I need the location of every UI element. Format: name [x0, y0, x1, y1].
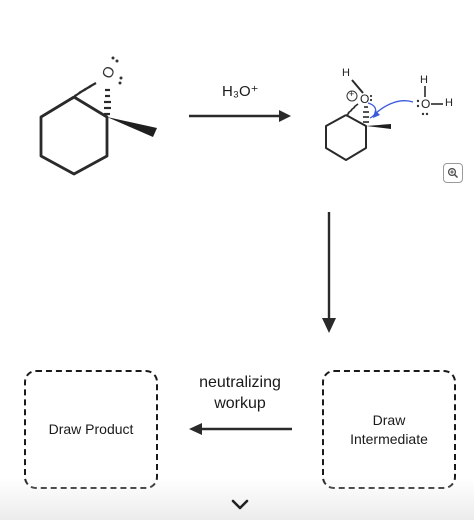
workup-line2: workup [214, 395, 266, 412]
reagent-label: H₃O⁺ [222, 83, 259, 100]
draw-intermediate-box[interactable]: Draw Intermediate [322, 370, 456, 489]
bottom-fade [0, 478, 474, 520]
workup-line1: neutralizing [199, 374, 281, 391]
draw-product-label: Draw Product [48, 421, 134, 437]
draw-product-box[interactable]: Draw Product [24, 370, 158, 489]
reaction-arrow-left [189, 423, 292, 435]
draw-intermediate-line2: Intermediate [350, 430, 428, 447]
water-top-h-label: H [420, 74, 428, 86]
reaction-arrow-right [189, 110, 291, 122]
workup-label: neutralizing workup [189, 372, 291, 414]
draw-intermediate-label: Draw Intermediate [350, 411, 428, 449]
reaction-arrow-down [322, 212, 336, 333]
intermediate-plus-charge: + [349, 89, 355, 99]
water-right-h-label: H [445, 97, 453, 109]
intermediate-proton-label: H [342, 67, 350, 79]
draw-intermediate-line1: Draw [372, 411, 406, 428]
chevron-down-icon[interactable] [229, 497, 251, 513]
water-oxygen-label: O [421, 97, 431, 111]
zoom-button[interactable] [443, 163, 463, 183]
intermediate-oxonium-label: O [360, 92, 370, 106]
zoom-in-icon [447, 167, 458, 178]
